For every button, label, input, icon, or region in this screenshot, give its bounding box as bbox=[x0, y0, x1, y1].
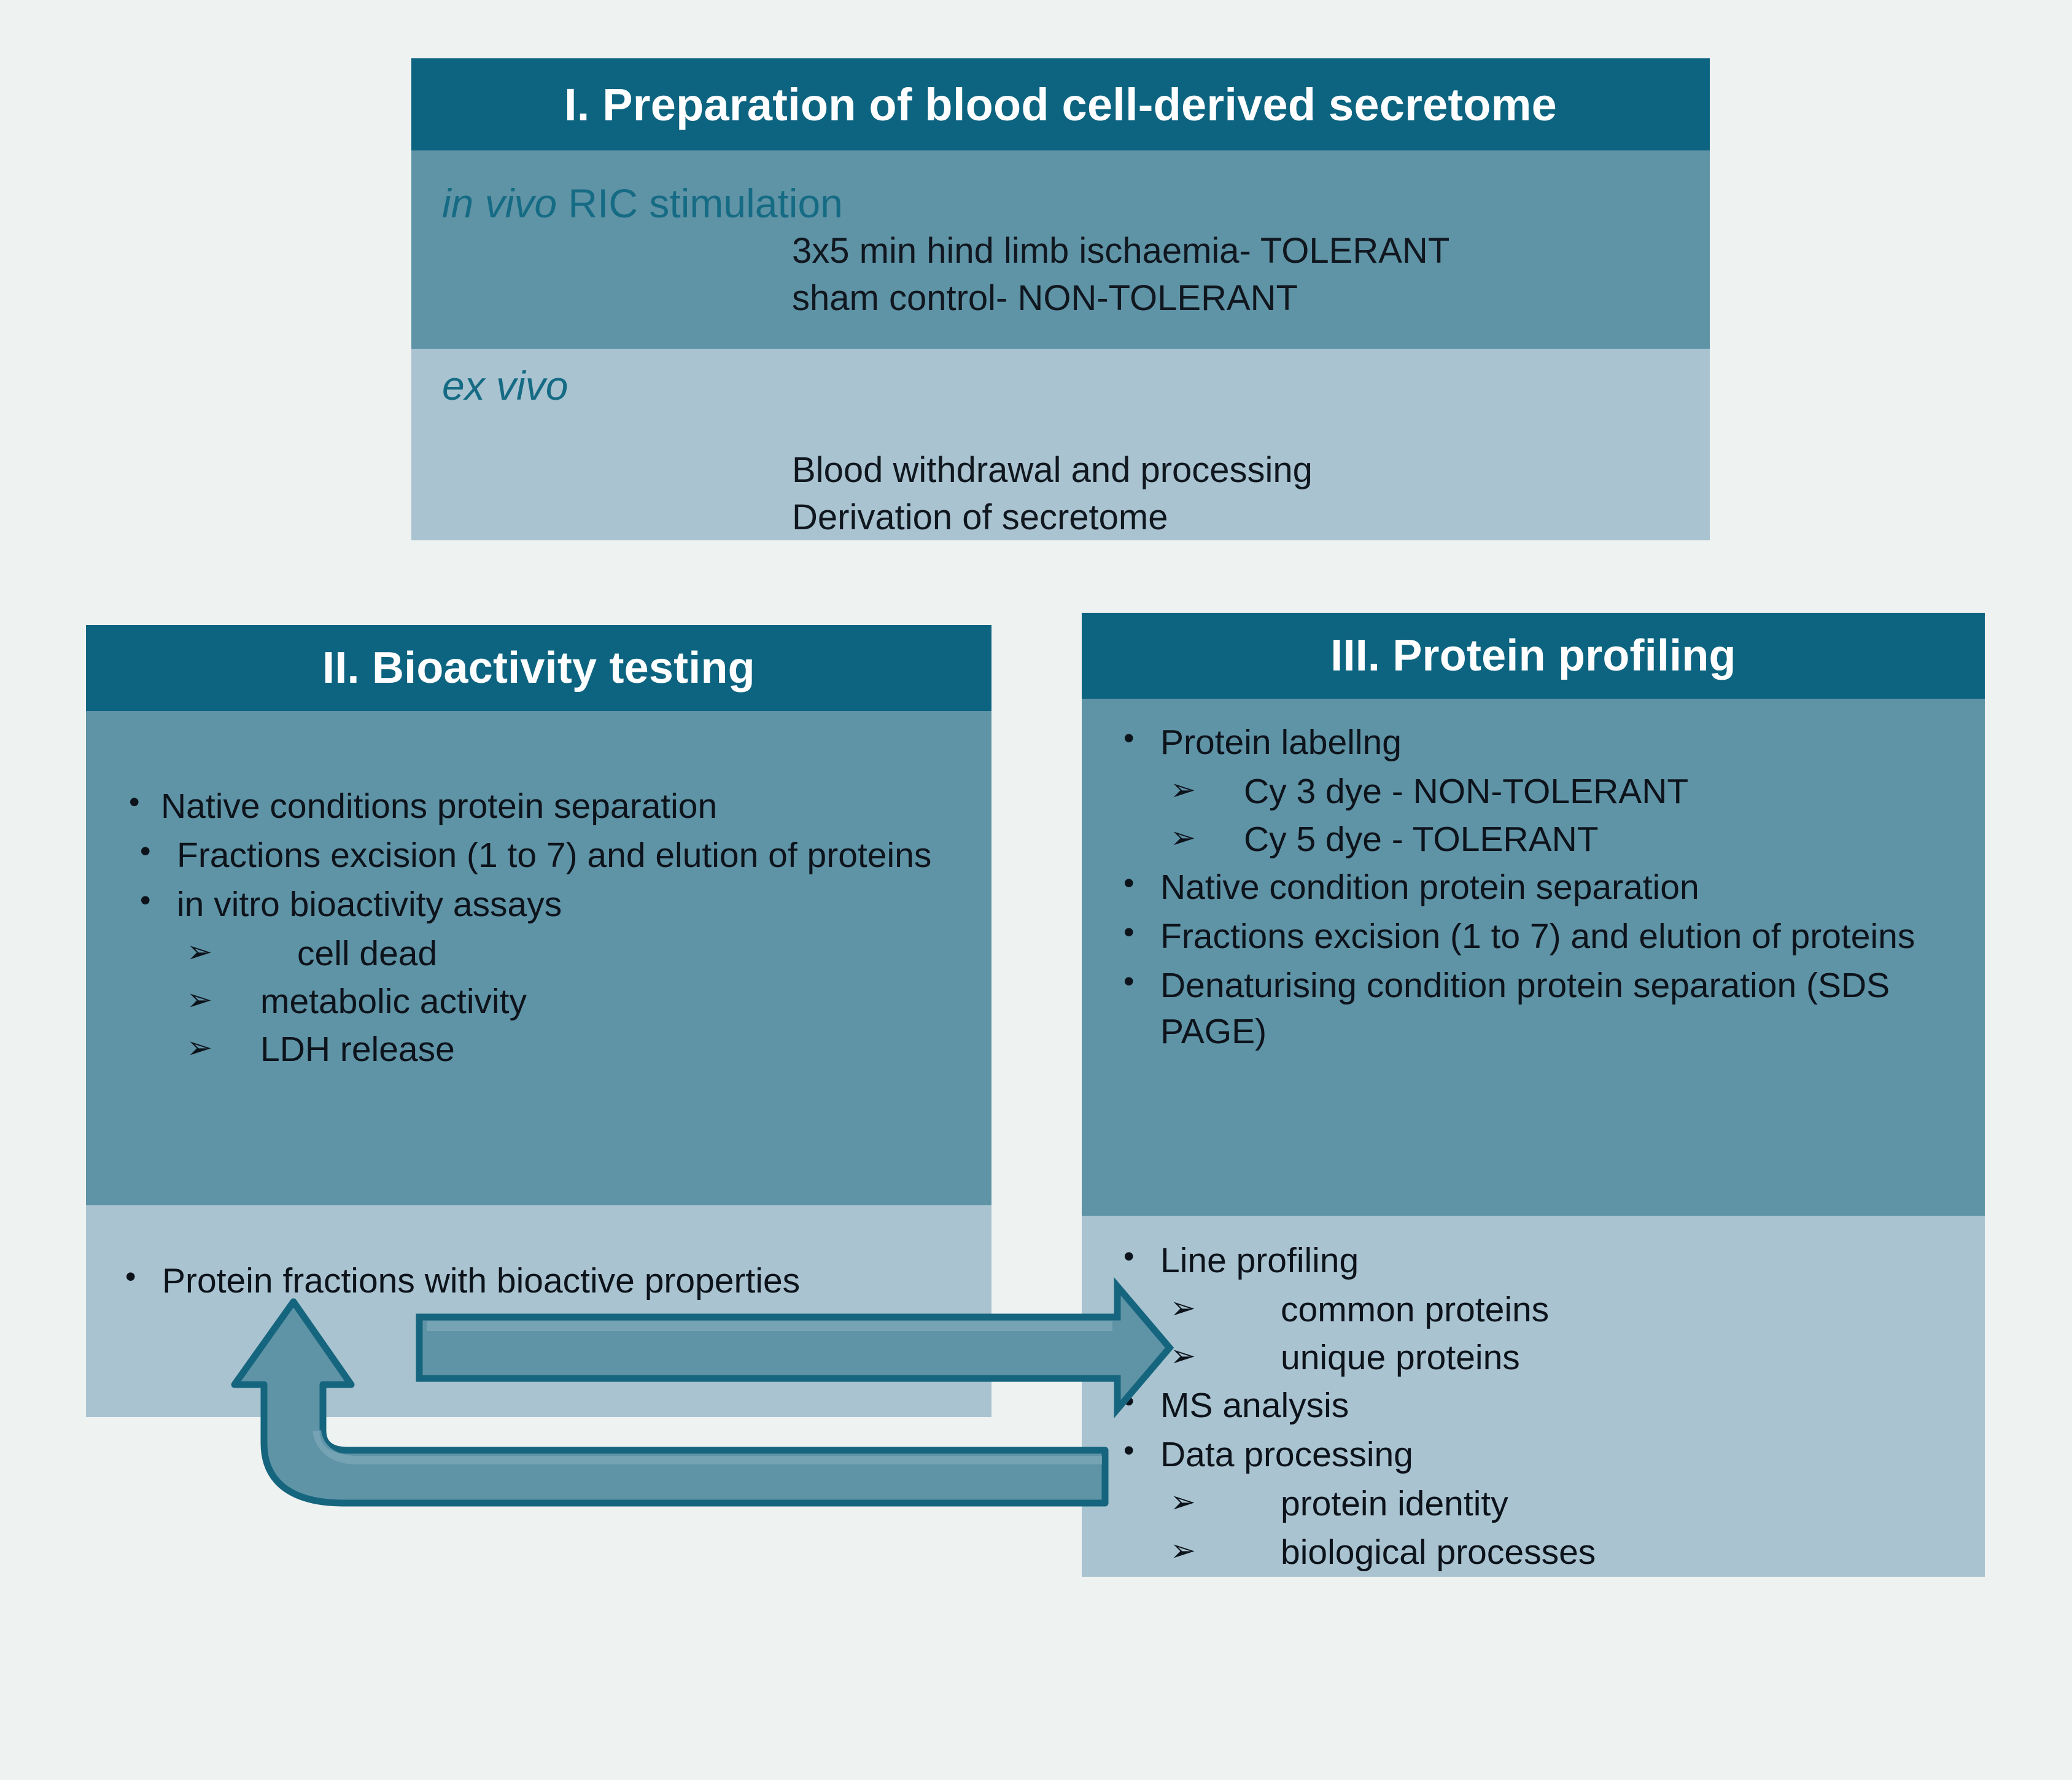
in-vivo-label-italic: in vivo bbox=[442, 181, 557, 226]
profiling-outcome-list: Line profiling common proteins unique pr… bbox=[1096, 1237, 1966, 1577]
section-two-outcome-band: Protein fractions with bioactive propert… bbox=[86, 1205, 991, 1417]
section-protein-profiling: III. Protein profiling Protein labellng … bbox=[1082, 613, 1985, 1577]
list-item: Cy 5 dye - TOLERANT bbox=[1096, 817, 1966, 862]
list-item: Data processing bbox=[1096, 1431, 1966, 1477]
list-item: Line profiling bbox=[1096, 1237, 1966, 1283]
list-item: common proteins bbox=[1096, 1287, 1966, 1332]
in-vivo-line-2: sham control- NON-TOLERANT bbox=[792, 278, 1298, 318]
list-item: metabolic activity bbox=[113, 979, 967, 1024]
list-item: protein identity bbox=[1096, 1481, 1966, 1526]
ex-vivo-label: ex vivo bbox=[442, 363, 568, 408]
profiling-method-list: Protein labellng Cy 3 dye - NON-TOLERANT… bbox=[1096, 718, 1966, 1058]
bioactivity-outcome-list: Protein fractions with bioactive propert… bbox=[98, 1257, 979, 1307]
section-two-title: II. Bioactivity testing bbox=[86, 625, 991, 711]
section-three-title: III. Protein profiling bbox=[1082, 613, 1985, 699]
ex-vivo-line-2: Derivation of secretome bbox=[792, 497, 1168, 537]
section-three-methods-band: Protein labellng Cy 3 dye - NON-TOLERANT… bbox=[1082, 699, 1985, 1216]
in-vivo-detail-lines: 3x5 min hind limb ischaemia- TOLERANT sh… bbox=[792, 228, 1449, 322]
list-item: Native conditions protein separation bbox=[113, 782, 967, 829]
section-one-in-vivo-band: in vivo RIC stimulation 3x5 min hind lim… bbox=[411, 150, 1710, 349]
list-item: Fractions excision (1 to 7) and elution … bbox=[113, 831, 967, 878]
in-vivo-label: in vivo RIC stimulation bbox=[442, 180, 843, 227]
list-item: Fractions excision (1 to 7) and elution … bbox=[1096, 912, 1966, 959]
list-item: in vitro bioactivity assays bbox=[113, 880, 967, 927]
list-item: Protein fractions with bioactive propert… bbox=[98, 1257, 979, 1304]
bioactivity-method-list: Native conditions protein separation Fra… bbox=[113, 782, 967, 1075]
list-item: MS analysis bbox=[1096, 1382, 1966, 1428]
section-one-title: I. Preparation of blood cell-derived sec… bbox=[411, 58, 1710, 150]
list-item: unique proteins bbox=[1096, 1335, 1966, 1380]
section-bioactivity-testing: II. Bioactivity testing Native condition… bbox=[86, 625, 991, 1417]
section-preparation-of-secretome: I. Preparation of blood cell-derived sec… bbox=[411, 58, 1710, 540]
section-two-methods-band: Native conditions protein separation Fra… bbox=[86, 711, 991, 1205]
list-item: Denaturising condition protein separatio… bbox=[1096, 962, 1966, 1054]
section-one-ex-vivo-band: ex vivo Blood withdrawal and processing … bbox=[411, 349, 1710, 540]
list-item: biological processes bbox=[1096, 1529, 1966, 1575]
list-item: Protein labellng bbox=[1096, 718, 1966, 765]
list-item: Cy 3 dye - NON-TOLERANT bbox=[1096, 769, 1966, 814]
ex-vivo-detail-lines: Blood withdrawal and processing Derivati… bbox=[792, 447, 1313, 541]
in-vivo-label-rest: RIC stimulation bbox=[557, 181, 843, 226]
list-item: cell dead bbox=[113, 931, 967, 976]
list-item: LDH release bbox=[113, 1027, 967, 1072]
in-vivo-line-1: 3x5 min hind limb ischaemia- TOLERANT bbox=[792, 231, 1450, 271]
section-three-outcome-band: Line profiling common proteins unique pr… bbox=[1082, 1216, 1985, 1577]
ex-vivo-line-1: Blood withdrawal and processing bbox=[792, 450, 1313, 490]
list-item: Native condition protein separation bbox=[1096, 863, 1966, 910]
